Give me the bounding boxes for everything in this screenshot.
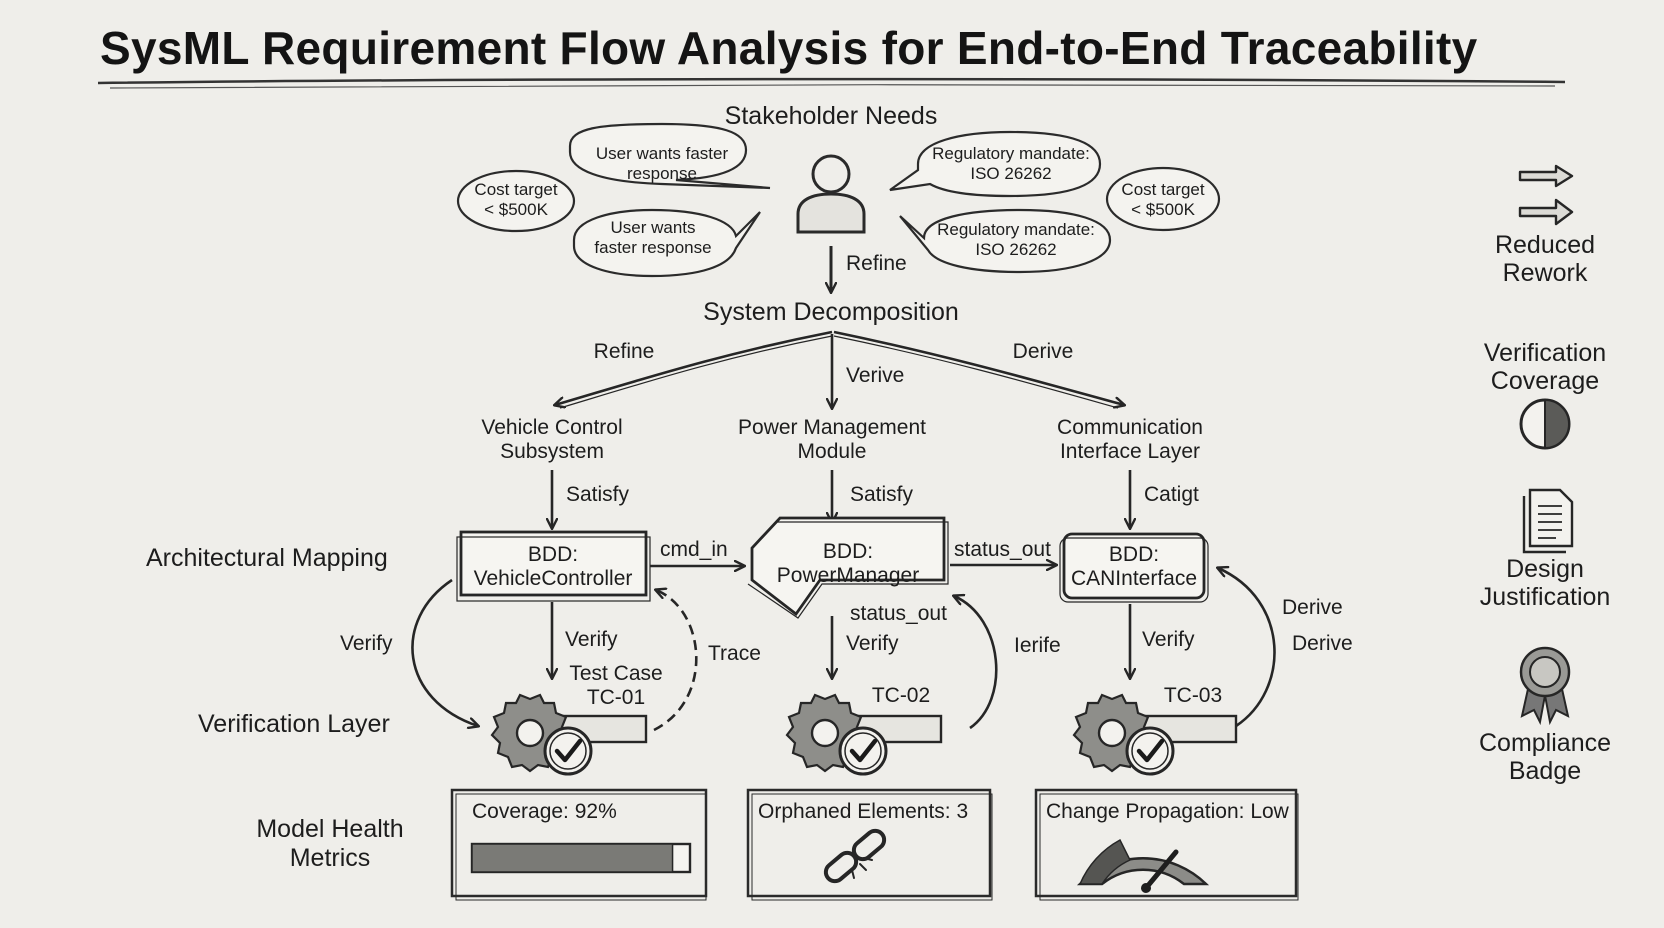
refine-label: Refine [846,252,907,275]
edge-label-derive-1: Derive [1282,596,1343,619]
gauge-icon [1076,838,1210,893]
block-label-powermanager[interactable]: BDD: PowerManager [776,540,920,588]
subsystem-vehicle-control: Vehicle Control Subsystem [481,416,623,464]
bubble-user-faster-1 [568,122,771,190]
bubble-cost-target-1 [456,169,576,233]
test-icon-3 [1072,693,1238,776]
metric-orphaned-label: Orphaned Elements: 3 [758,800,969,823]
bubble-text-1: User wants faster response [595,144,729,183]
broken-chain-icon [823,828,887,884]
edge-label-derive-2: Derive [1292,632,1353,655]
sidebar-item-design-justification: Design Justification [1479,555,1611,611]
decomposition-heading: System Decomposition [703,298,959,326]
satisfy-label-1: Satisfy [566,483,630,506]
bubble-user-faster-2 [572,208,761,278]
row-label-model-health: Model Health Metrics [256,815,404,872]
flow-label-cmd-in: cmd_in [660,538,728,561]
badge-icon [1519,646,1571,726]
ierife-loop [954,596,998,730]
stakeholder-heading: Stakeholder Needs [724,102,938,130]
document-icon [1522,488,1574,554]
edge-label-derive: Derive [1012,340,1074,363]
title-underline [97,77,1566,85]
bubble-text-4: Regulatory mandate: ISO 26262 [932,144,1090,183]
coverage-bar-fill [471,843,674,873]
edge-refine [555,330,833,405]
block-label-caninterface[interactable]: BDD: CANInterface [1070,543,1198,591]
sidebar-item-verification-coverage: Verification Coverage [1483,339,1607,395]
sidebar-item-reduced-rework: Reduced Rework [1494,231,1596,287]
subsystem-communication: Communication Interface Layer [1057,416,1203,464]
edge-label-verify-left: Verify [340,632,393,655]
bubble-text-3: User wants faster response [594,218,712,257]
bubble-regulatory-1 [889,130,1102,198]
test-icon-2 [785,693,943,776]
edge-label-ierife: Ierife [1014,634,1061,657]
block-caninterface [1062,532,1206,600]
satisfy-label-2: Satisfy [850,483,914,506]
test-case-tc-02[interactable]: TC-02 [871,684,931,707]
bubble-text-2: Cost target < $500K [474,180,558,219]
block-vehiclecontroller [459,530,648,597]
flow-label-status-out-1: status_out [954,538,1051,561]
satisfy-label-3: Catigt [1144,483,1199,506]
test-case-tc-01[interactable]: Test Case TC-01 [569,662,663,710]
bubble-regulatory-2 [899,208,1112,274]
row-label-verification-layer: Verification Layer [198,710,390,738]
edge-label-trace: Trace [708,642,761,665]
edge-label-verify-1: Verify [565,628,618,651]
flow-label-status-out-2: status_out [850,602,947,625]
stakeholder-person-icon [796,154,866,234]
trace-loop [653,590,698,732]
page-title: SysML Requirement Flow Analysis for End-… [100,22,1478,74]
metric-coverage-label: Coverage: 92% [472,800,617,823]
bubble-text-5: Cost target < $500K [1121,180,1205,219]
test-icon-1 [490,693,648,776]
test-case-tc-03[interactable]: TC-03 [1163,684,1223,707]
block-powermanager [750,516,946,617]
block-label-vehiclecontroller[interactable]: BDD: VehicleController [473,543,633,591]
metric-change-label: Change Propagation: Low [1046,800,1289,823]
metric-box-change [1034,788,1298,898]
edge-derive [833,330,1124,405]
subsystem-power-management: Power Management Module [738,416,926,464]
arrows-icon [1518,164,1574,226]
verify-loop-left [411,578,478,726]
edge-label-verify-3: Verify [1142,628,1195,651]
derive-loop-right [1218,568,1276,728]
bubble-text-6: Regulatory mandate: ISO 26262 [937,220,1095,259]
pie-icon [1519,398,1571,450]
bubble-cost-target-2 [1105,166,1221,232]
edge-label-verify-2: Verify [846,632,899,655]
edge-label-verive: Verive [846,364,905,387]
edge-label-refine: Refine [593,340,655,363]
metric-box-orphaned [746,788,992,898]
row-label-architectural-mapping: Architectural Mapping [146,544,388,572]
sidebar-item-compliance-badge: Compliance Badge [1478,729,1612,785]
